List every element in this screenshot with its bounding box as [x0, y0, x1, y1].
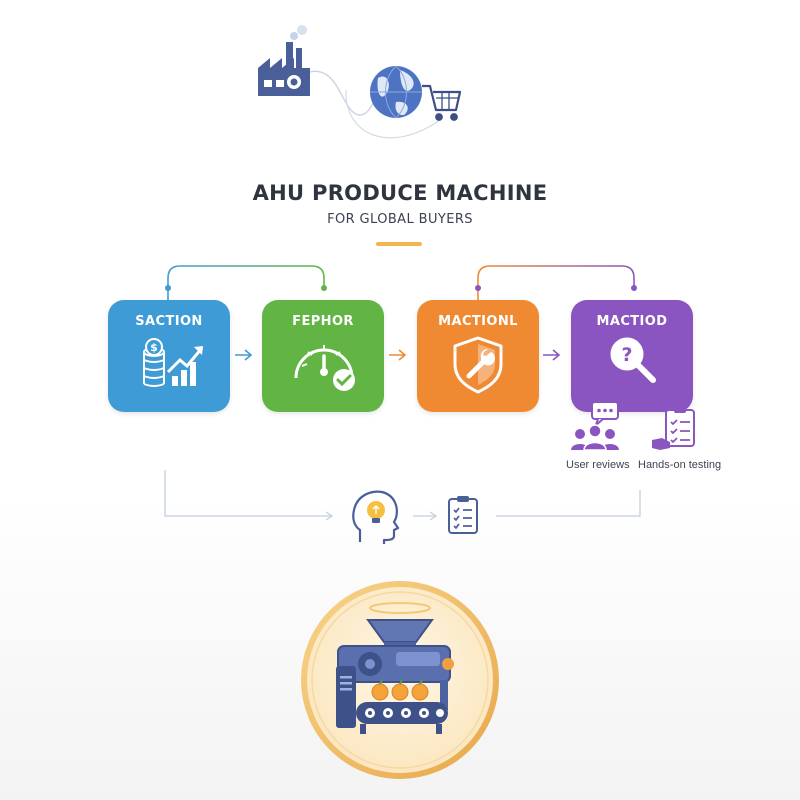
page-subtitle: FOR GLOBAL BUYERS	[327, 212, 473, 227]
cart-icon	[422, 84, 462, 121]
bottom-flow-left	[164, 470, 334, 521]
step-card-1[interactable]: SACTION $	[108, 300, 230, 412]
title-accent-bar	[376, 242, 422, 246]
arrow-3	[543, 349, 561, 361]
bottom-flow-right	[496, 490, 641, 517]
hands-on-testing-icon	[652, 406, 695, 450]
step-card-4[interactable]: MACTIOD ?	[571, 300, 693, 412]
svg-text:?: ?	[621, 344, 632, 366]
money-growth-icon: $	[143, 338, 204, 387]
step-card-4-label: MACTIOD	[596, 314, 668, 329]
step-card-3-label: MACTIONL	[438, 314, 518, 329]
hands-on-testing-label: Hands-on testing	[638, 459, 722, 471]
factory-to-market-illustration	[258, 25, 462, 139]
bracket-orange-purple	[477, 265, 635, 300]
gauge-check-icon	[294, 345, 355, 391]
idea-head-icon	[352, 490, 400, 544]
bracket-blue-green	[167, 265, 325, 300]
step-card-1-label: SACTION	[135, 314, 203, 329]
step-card-2-label: FEPHOR	[292, 314, 354, 329]
step-card-3[interactable]: MACTIONL	[417, 300, 539, 412]
step-card-2[interactable]: FEPHOR	[262, 300, 384, 412]
user-reviews-icon	[571, 401, 619, 451]
page-title: AHU PRODUCE MACHINE	[252, 181, 548, 205]
shield-wrench-icon	[453, 336, 503, 394]
question-magnifier-icon: ?	[610, 337, 656, 383]
checklist-icon	[448, 496, 478, 534]
user-reviews-label: User reviews	[566, 459, 630, 471]
globe-icon	[370, 65, 422, 119]
bottom-flow-middle	[413, 511, 438, 521]
arrow-2	[389, 349, 407, 361]
svg-text:$: $	[150, 341, 158, 354]
factory-icon	[258, 25, 310, 96]
arrow-1	[235, 349, 253, 361]
produce-machine-icon	[301, 581, 499, 779]
